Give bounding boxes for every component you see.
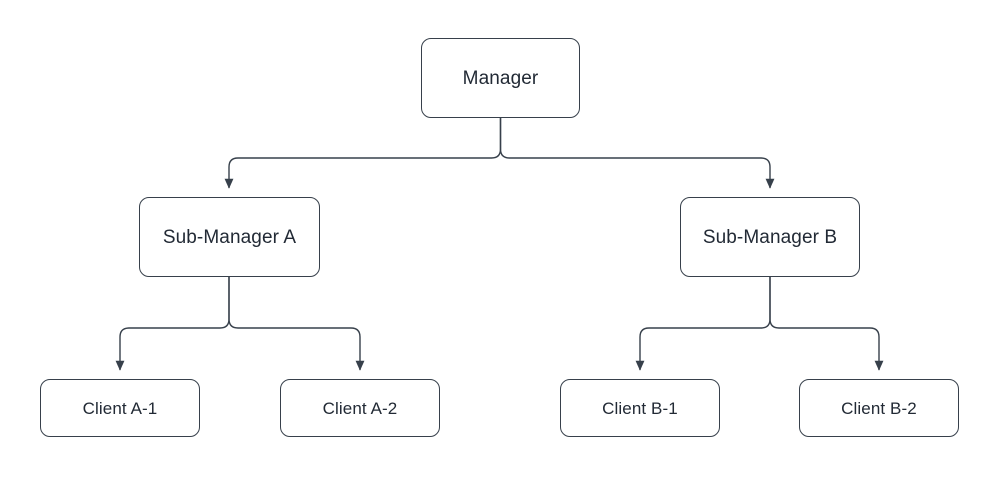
node-sub-manager-b-label: Sub-Manager B — [702, 226, 838, 248]
edge-sub-manager-b-to-client-b-2 — [769, 277, 884, 371]
node-client-b-1[interactable]: Client B-1 — [560, 379, 720, 437]
node-client-a-2-label: Client A-2 — [322, 398, 398, 418]
node-sub-manager-b[interactable]: Sub-Manager B — [680, 197, 860, 277]
edge-sub-manager-a-to-client-a-1 — [115, 277, 230, 371]
node-client-b-1-label: Client B-1 — [602, 398, 678, 418]
node-client-a-2[interactable]: Client A-2 — [280, 379, 440, 437]
node-client-a-1[interactable]: Client A-1 — [40, 379, 200, 437]
node-manager[interactable]: Manager — [421, 38, 580, 118]
edge-manager-to-sub-manager-b — [499, 118, 775, 189]
node-sub-manager-a[interactable]: Sub-Manager A — [139, 197, 320, 277]
edge-sub-manager-a-to-client-a-2 — [228, 277, 365, 371]
node-client-b-2-label: Client B-2 — [841, 398, 917, 418]
edge-manager-to-sub-manager-a — [224, 118, 502, 189]
node-manager-label: Manager — [462, 67, 539, 89]
node-client-a-1-label: Client A-1 — [82, 398, 158, 418]
edge-sub-manager-b-to-client-b-1 — [635, 277, 771, 371]
node-sub-manager-a-label: Sub-Manager A — [162, 226, 297, 248]
node-client-b-2[interactable]: Client B-2 — [799, 379, 959, 437]
